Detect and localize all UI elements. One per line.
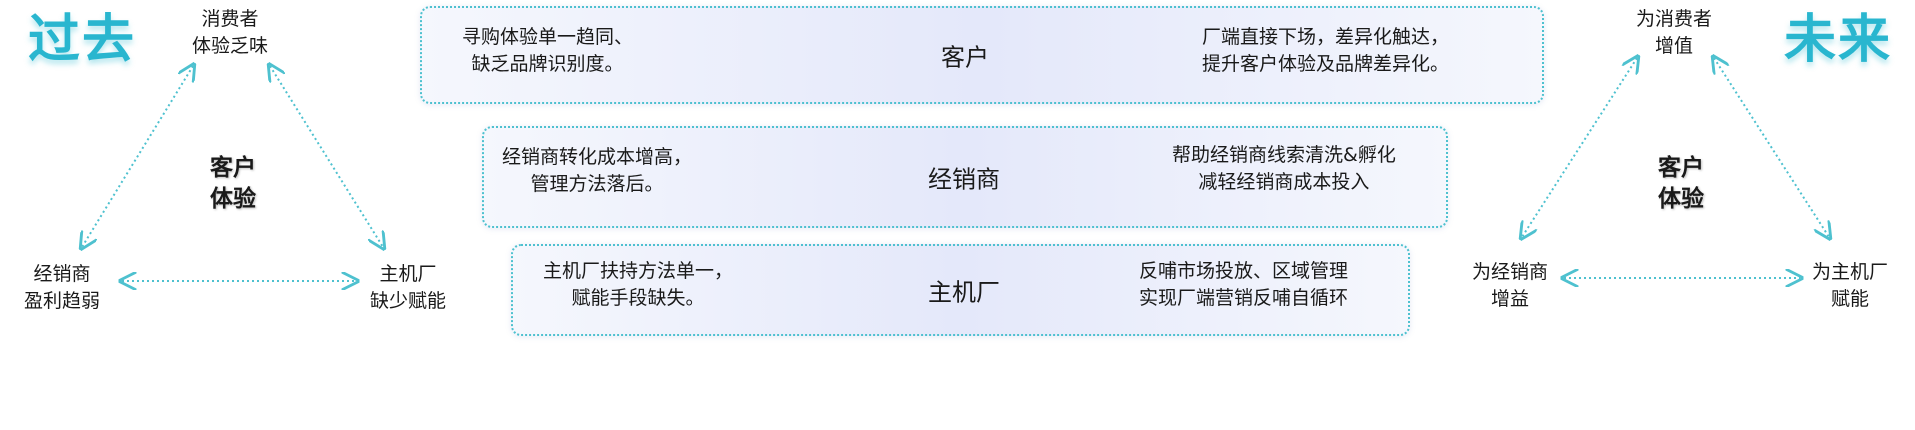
row-customer-past-text: 寻购体验单一趋同、 缺乏品牌识别度。 — [462, 24, 633, 78]
past-center-line2: 体验 — [210, 186, 256, 212]
future-center-label: 客户 体验 — [1658, 153, 1704, 215]
future-center-line2: 体验 — [1658, 186, 1704, 212]
row-dealer-past-text: 经销商转化成本增高， 管理方法落后。 — [502, 144, 692, 198]
past-arrow-consumer-oem — [270, 66, 383, 247]
row-dealer-label: 经销商 — [928, 165, 1000, 194]
past-center-label: 客户 体验 — [210, 153, 256, 215]
past-oem-line1: 主机厂 — [379, 263, 437, 285]
past-dealer-line1: 经销商 — [33, 263, 91, 285]
future-consumer-node: 为消费者 增值 — [1636, 6, 1712, 60]
past-dealer-node: 经销商 盈利趋弱 — [24, 261, 100, 315]
row-oem-label: 主机厂 — [928, 278, 1000, 307]
row-oem-future-line1: 反哺市场投放、区域管理 — [1139, 260, 1349, 282]
past-title: 过去 — [28, 10, 137, 70]
row-oem-past-line1: 主机厂扶持方法单一， — [543, 260, 734, 282]
row-customer-label: 客户 — [941, 43, 989, 72]
future-consumer-line1: 为消费者 — [1636, 8, 1713, 30]
future-oem-line2: 赋能 — [1831, 288, 1870, 310]
future-dealer-line2: 增益 — [1491, 288, 1530, 310]
future-oem-line1: 为主机厂 — [1812, 261, 1889, 283]
future-title: 未来 — [1784, 10, 1893, 70]
row-customer-future-line1: 厂端直接下场，差异化触达， — [1202, 26, 1450, 48]
future-consumer-line2: 增值 — [1655, 35, 1694, 57]
past-consumer-line2: 体验乏味 — [192, 35, 269, 57]
row-panel-dealer: 经销商转化成本增高， 管理方法落后。 经销商 帮助经销商线索清洗&孵化 减轻经销… — [482, 126, 1448, 228]
row-dealer-past-line2: 管理方法落后。 — [530, 173, 664, 195]
row-oem-future-line2: 实现厂端营销反哺自循环 — [1139, 287, 1349, 309]
future-center-line1: 客户 — [1658, 155, 1704, 181]
past-oem-line2: 缺少赋能 — [370, 290, 447, 312]
row-panel-customer: 寻购体验单一趋同、 缺乏品牌识别度。 客户 厂端直接下场，差异化触达， 提升客户… — [420, 6, 1544, 104]
row-dealer-future-text: 帮助经销商线索清洗&孵化 减轻经销商成本投入 — [1172, 142, 1396, 196]
future-arrow-consumer-oem — [1714, 58, 1829, 237]
past-consumer-line1: 消费者 — [201, 8, 259, 30]
past-consumer-node: 消费者 体验乏味 — [192, 6, 268, 60]
row-oem-future-text: 反哺市场投放、区域管理 实现厂端营销反哺自循环 — [1139, 258, 1348, 312]
row-dealer-past-line1: 经销商转化成本增高， — [502, 146, 693, 168]
row-dealer-future-line2: 减轻经销商成本投入 — [1198, 171, 1370, 193]
past-dealer-line2: 盈利趋弱 — [24, 290, 101, 312]
row-customer-future-line2: 提升客户体验及品牌差异化。 — [1202, 53, 1450, 75]
future-dealer-node: 为经销商 增益 — [1472, 259, 1548, 313]
future-dealer-line1: 为经销商 — [1472, 261, 1549, 283]
future-oem-node: 为主机厂 赋能 — [1812, 259, 1888, 313]
row-panel-oem: 主机厂扶持方法单一， 赋能手段缺失。 主机厂 反哺市场投放、区域管理 实现厂端营… — [511, 244, 1410, 336]
row-dealer-future-line1: 帮助经销商线索清洗&孵化 — [1172, 144, 1396, 166]
past-arrow-consumer-dealer — [82, 66, 193, 247]
row-customer-future-text: 厂端直接下场，差异化触达， 提升客户体验及品牌差异化。 — [1202, 24, 1449, 78]
row-oem-past-text: 主机厂扶持方法单一， 赋能手段缺失。 — [543, 258, 733, 312]
past-center-line1: 客户 — [210, 155, 256, 181]
row-customer-past-line1: 寻购体验单一趋同、 — [462, 26, 634, 48]
past-oem-node: 主机厂 缺少赋能 — [370, 261, 446, 315]
row-customer-past-line2: 缺乏品牌识别度。 — [471, 53, 624, 75]
row-oem-past-line2: 赋能手段缺失。 — [571, 287, 705, 309]
